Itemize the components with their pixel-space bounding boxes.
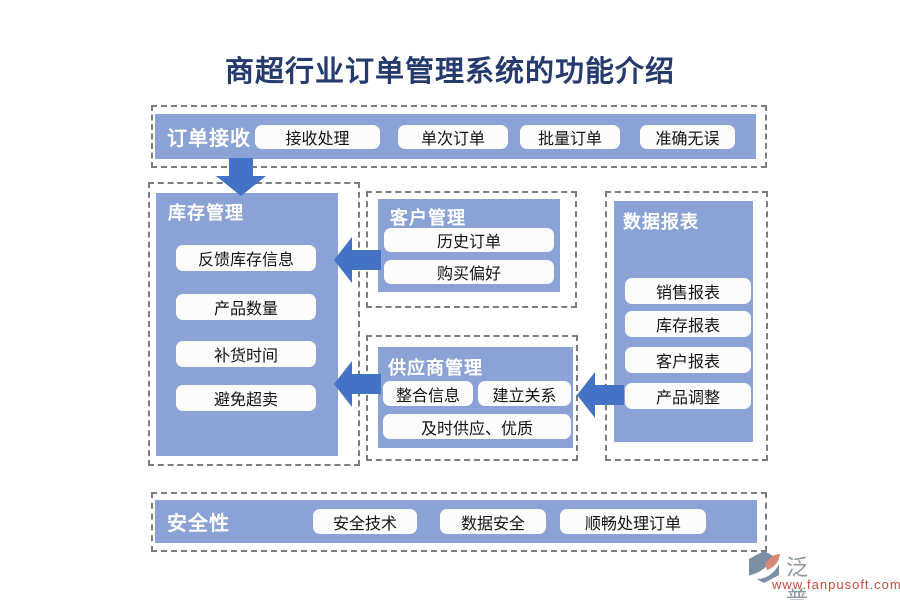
inventory-item: 补货时间 xyxy=(176,341,316,367)
reports-item: 销售报表 xyxy=(625,278,751,304)
section-order-receive xyxy=(151,105,767,168)
arrow-left-icon xyxy=(334,237,381,283)
inventory-item: 产品数量 xyxy=(176,294,316,320)
brand-name: 泛普软件 xyxy=(786,555,811,600)
inventory-item: 避免超卖 xyxy=(176,385,316,411)
section-security xyxy=(151,492,767,552)
inventory-title: 库存管理 xyxy=(168,203,244,223)
order-receive-item: 批量订单 xyxy=(520,125,620,149)
supplier-item: 建立关系 xyxy=(478,381,571,406)
section-reports xyxy=(605,191,768,461)
fanpu-logo-icon xyxy=(746,549,782,590)
security-bar: 安全性 安全技术 数据安全 顺畅处理订单 xyxy=(155,500,757,543)
arrow-left-icon xyxy=(577,372,624,418)
reports-item: 客户报表 xyxy=(625,347,751,373)
inventory-item: 反馈库存信息 xyxy=(176,245,316,271)
reports-item: 产品调整 xyxy=(625,383,751,409)
supplier-item: 整合信息 xyxy=(383,381,473,406)
customer-item: 购买偏好 xyxy=(384,260,554,284)
order-receive-item: 单次订单 xyxy=(398,125,508,149)
order-receive-bar: 订单接收 接收处理 单次订单 批量订单 准确无误 xyxy=(155,114,756,159)
security-item: 安全技术 xyxy=(313,509,417,534)
customer-panel: 客户管理 历史订单 购买偏好 xyxy=(378,199,560,292)
order-receive-title: 订单接收 xyxy=(167,128,251,150)
reports-item: 库存报表 xyxy=(625,311,751,337)
reports-panel: 数据报表 销售报表 库存报表 客户报表 产品调整 xyxy=(614,201,753,442)
reports-title: 数据报表 xyxy=(623,212,699,232)
arrow-down-icon xyxy=(216,158,266,196)
security-item: 顺畅处理订单 xyxy=(560,509,706,534)
supplier-title: 供应商管理 xyxy=(388,358,483,378)
order-receive-item: 接收处理 xyxy=(255,125,380,149)
arrow-left-icon xyxy=(334,361,381,407)
customer-item: 历史订单 xyxy=(384,228,554,252)
security-item: 数据安全 xyxy=(440,509,546,534)
order-receive-item: 准确无误 xyxy=(640,125,735,149)
brand-url[interactable]: www.fanpusoft.com xyxy=(772,577,900,592)
supplier-panel: 供应商管理 整合信息 建立关系 及时供应、优质 xyxy=(378,347,573,448)
security-title: 安全性 xyxy=(167,513,230,535)
section-customer xyxy=(366,191,577,308)
customer-title: 客户管理 xyxy=(390,208,466,228)
supplier-item: 及时供应、优质 xyxy=(383,414,571,439)
inventory-panel: 库存管理 反馈库存信息 产品数量 补货时间 避免超卖 xyxy=(156,193,338,456)
section-supplier xyxy=(366,335,578,461)
page-title: 商超行业订单管理系统的功能介绍 xyxy=(224,56,675,88)
